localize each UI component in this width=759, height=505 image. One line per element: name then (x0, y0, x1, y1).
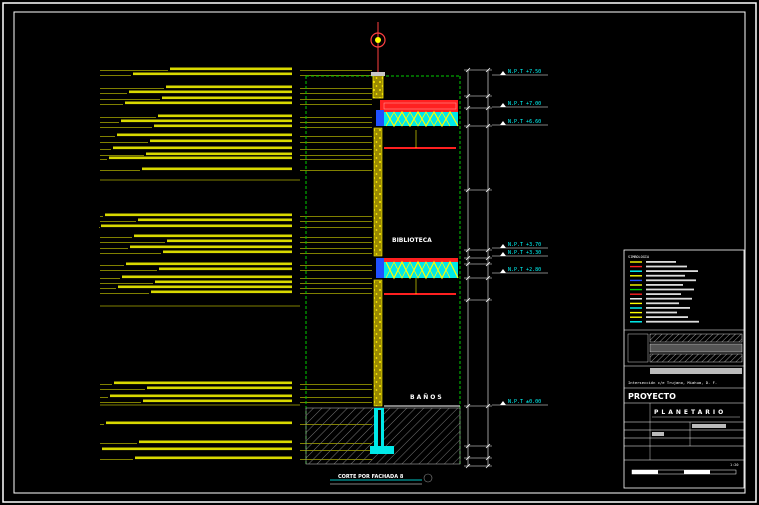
level-tag: N.P.T ±0.00 (492, 399, 548, 406)
note-text-bar (126, 262, 292, 266)
level-marker-icon (500, 252, 506, 256)
level-label: N.P.T ±0.00 (508, 399, 541, 405)
level-tag: N.P.T +6.60 (492, 119, 548, 126)
address-text: Intersección c/e Trujano, Miahua, D. F. (628, 380, 717, 385)
level-label: N.P.T +7.00 (508, 101, 541, 107)
legend-text-bar (646, 265, 687, 268)
level-tag: N.P.T +3.70 (492, 242, 548, 249)
level-label: N.P.T +3.70 (508, 242, 541, 248)
level-tag: N.P.T +7.50 (492, 69, 548, 76)
note-text-bar (117, 133, 292, 137)
project-label: PROYECTO (628, 392, 676, 401)
note-text-bar (101, 224, 292, 228)
room-label-biblioteca: BIBLIOTECA (392, 237, 432, 244)
note-text-bar (133, 72, 292, 76)
note-text-bar (122, 275, 292, 279)
note-text-bar (166, 85, 292, 89)
axis-marker (370, 22, 386, 72)
legend-text-bar (646, 307, 690, 309)
legend-text-bar (646, 261, 676, 263)
project-name: PLANETARIO (654, 409, 726, 416)
note-text-bar (142, 167, 292, 171)
note-text-bar (121, 119, 292, 123)
note-text-bar (155, 280, 292, 284)
note-text-bar (143, 399, 292, 403)
level-marker-icon (500, 71, 506, 75)
note-text-bar (134, 234, 292, 238)
note-text-bar (109, 156, 292, 160)
level-marker-icon (500, 103, 506, 107)
note-text-bar (113, 146, 292, 150)
legend-text-bar (646, 274, 685, 277)
level-marker-icon (500, 244, 506, 248)
note-text-bar (118, 285, 292, 289)
inner-frame (13, 11, 746, 494)
dimension-chain (464, 67, 492, 469)
note-text-bar (170, 67, 292, 71)
note-text-bar (139, 440, 292, 444)
legend-text-bar (646, 316, 688, 318)
level-marker-icon (500, 269, 506, 273)
note-text-bar (130, 245, 292, 249)
note-text-bar (114, 381, 292, 385)
legend-text-bar (646, 311, 677, 314)
note-text-bar (159, 267, 292, 271)
level-marker-icon (500, 401, 506, 405)
note-text-bar (105, 213, 292, 217)
note-text-bar (162, 96, 292, 100)
legend-text-bar (646, 302, 679, 305)
note-text-bar (146, 152, 292, 156)
section-wall (305, 72, 461, 465)
note-text-bar (106, 421, 292, 425)
level-tag: N.P.T +2.80 (492, 267, 548, 274)
level-tag: N.P.T +3.30 (492, 250, 548, 257)
note-text-bar (163, 250, 292, 254)
legend-text-bar (646, 284, 683, 286)
note-text-bar (150, 139, 292, 143)
note-text-bar (158, 114, 292, 118)
note-text-bar (125, 101, 292, 105)
level-label: N.P.T +6.60 (508, 119, 541, 125)
note-text-bar (135, 456, 292, 460)
section-mark-icon (423, 473, 433, 483)
scale-value: 1:20 (730, 463, 738, 467)
level-label: N.P.T +2.80 (508, 267, 541, 273)
annotation-leaders (99, 67, 372, 460)
legend-rows (630, 261, 699, 323)
note-text-bar (102, 447, 292, 451)
title-block: SIMBOLOGIA Intersección c/e Trujano, Mia… (623, 249, 745, 489)
note-text-bar (147, 386, 292, 390)
note-text-bar (151, 290, 292, 294)
legend-text-bar (646, 279, 696, 282)
level-label: N.P.T +3.30 (508, 250, 541, 256)
legend-text-bar (646, 288, 694, 291)
note-text-bar (110, 394, 292, 398)
graphic-scale (631, 469, 737, 475)
note-text-bar (129, 90, 292, 94)
note-text-bar (167, 239, 292, 243)
level-tags: N.P.T +7.50N.P.T +7.00N.P.T +6.60N.P.T +… (492, 69, 548, 406)
room-label-banos: BAÑOS (410, 394, 444, 401)
legend-header: SIMBOLOGIA (628, 255, 650, 259)
level-tag: N.P.T +7.00 (492, 101, 548, 108)
legend-text-bar (646, 320, 699, 323)
legend-text-bar (646, 293, 681, 295)
level-marker-icon (500, 121, 506, 125)
level-label: N.P.T +7.50 (508, 69, 541, 75)
note-text-bar (154, 124, 292, 128)
legend-text-bar (646, 297, 692, 300)
note-text-bar (138, 218, 292, 222)
section-title: CORTE POR FACHADA 8 (338, 474, 404, 480)
legend-text-bar (646, 270, 698, 272)
